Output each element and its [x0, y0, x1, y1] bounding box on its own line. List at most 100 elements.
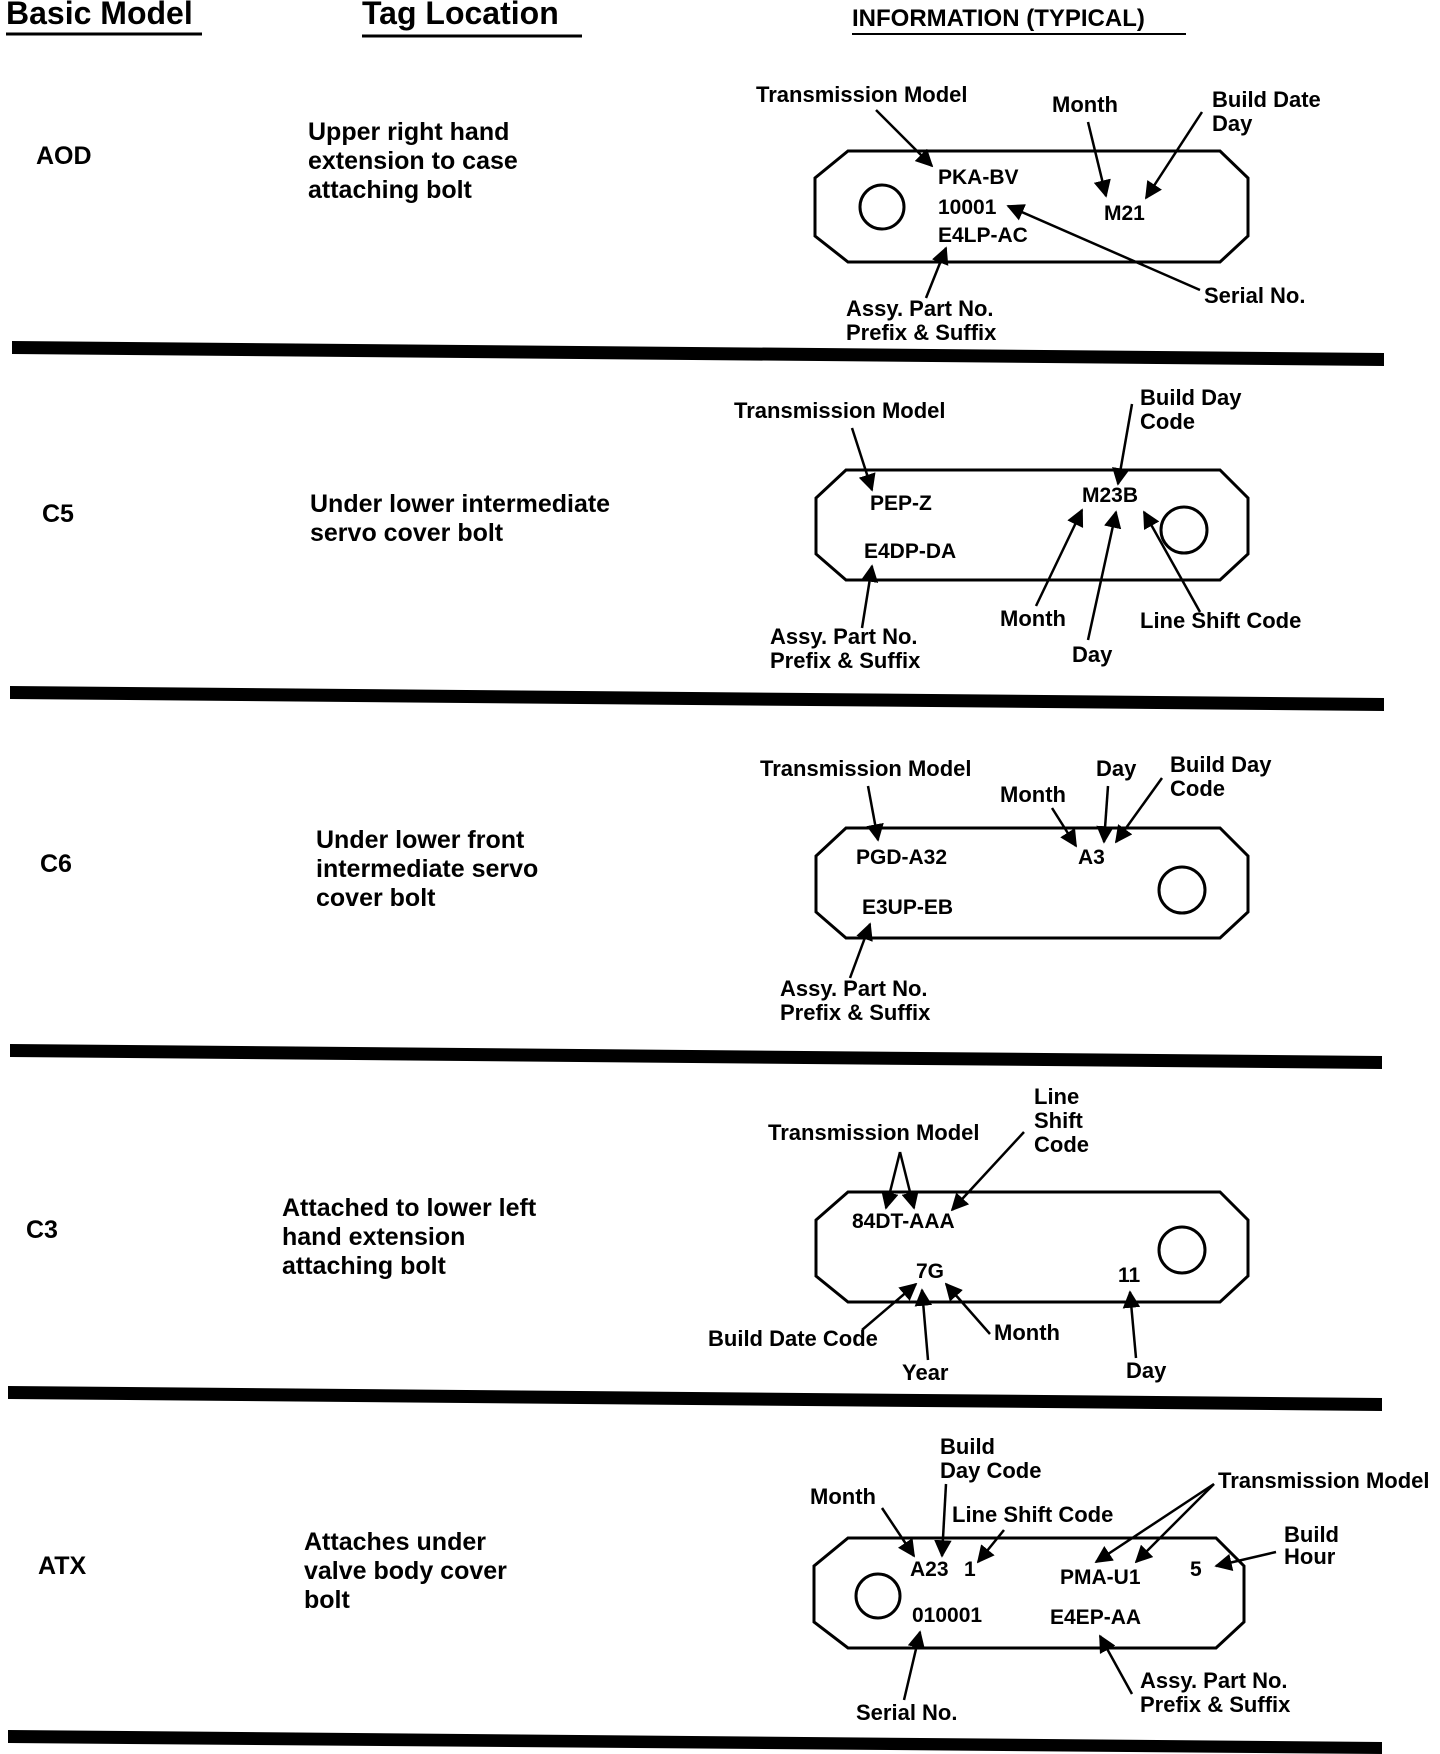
callout-label: Prefix & Suffix [780, 1000, 931, 1025]
callout-label: Transmission Model [768, 1120, 980, 1145]
section-divider [10, 1044, 1382, 1069]
tag-location-line: intermediate servo [316, 855, 538, 883]
callout-arrow [1096, 785, 1114, 844]
callout-arrow [861, 1282, 918, 1331]
callout-arrow [976, 1529, 1005, 1564]
tag-location-line: attaching bolt [308, 176, 473, 204]
model-name: C3 [26, 1216, 58, 1244]
id-tag-outline [814, 468, 1250, 582]
tag-code: E4EP-AA [1050, 1606, 1141, 1629]
tag-location-line: Attached to lower left [282, 1194, 537, 1222]
callout-arrow [848, 922, 873, 979]
callout-label: Transmission Model [734, 398, 946, 423]
tag-mounting-hole [858, 183, 906, 231]
tag-code: 5 [1190, 1558, 1202, 1581]
tag-code: M23B [1082, 484, 1138, 507]
callout-label: Serial No. [856, 1700, 957, 1725]
tag-location-line: extension to case [308, 147, 518, 175]
callout-label: Hour [1284, 1544, 1336, 1569]
callout-label: Transmission Model [756, 82, 968, 107]
callout-arrow [1122, 1290, 1141, 1359]
tag-code: 84DT-AAA [852, 1210, 955, 1233]
tag-location-line: Under lower intermediate [310, 490, 610, 518]
callout-arrow [1144, 111, 1204, 200]
callout-arrow [866, 785, 884, 842]
callout-arrow [1214, 1550, 1277, 1571]
callout-arrow [914, 1288, 933, 1361]
tag-code: PEP-Z [870, 492, 932, 515]
callout-arrow [1086, 121, 1111, 198]
callout-arrow [934, 1483, 952, 1558]
tag-code: E4DP-DA [864, 540, 956, 563]
tag-location-line: valve body cover [304, 1557, 507, 1585]
tag-code: PKA-BV [938, 166, 1019, 189]
callout-arrow [1050, 807, 1078, 848]
callout-arrow [1134, 1483, 1215, 1564]
callout-arrow [1094, 1482, 1215, 1564]
tag-location-line: servo cover bolt [310, 519, 504, 547]
callout-arrow [902, 1630, 925, 1701]
callout-label: Prefix & Suffix [770, 648, 921, 673]
callout-label: Prefix & Suffix [846, 320, 997, 345]
callout-label: Code [1140, 409, 1195, 434]
tag-mounting-hole [854, 1572, 902, 1620]
tag-location-line: hand extension [282, 1223, 465, 1251]
callout-label: Month [810, 1484, 876, 1509]
callout-label: Code [1170, 776, 1225, 801]
tag-code: 10001 [938, 196, 997, 219]
header-information: INFORMATION (TYPICAL) [852, 5, 1145, 32]
tag-code: A23 [910, 1558, 949, 1581]
callout-label: Build [940, 1434, 995, 1459]
callout-label: Build Date Code [708, 1326, 878, 1351]
callout-label: Assy. Part No. [770, 624, 918, 649]
tag-mounting-hole [1157, 1225, 1207, 1275]
callout-label: Month [1000, 782, 1066, 807]
callout-arrow [1114, 777, 1164, 844]
tag-code: 010001 [912, 1604, 982, 1627]
id-tag-outline [814, 826, 1250, 940]
model-name: C6 [40, 850, 72, 878]
callout-label: Transmission Model [1218, 1468, 1430, 1493]
callout-arrow [898, 1151, 919, 1210]
tag-code: 7G [916, 1260, 944, 1283]
callout-label: Day [1096, 756, 1137, 781]
callout-label: Build Day [1140, 385, 1242, 410]
model-name: C5 [42, 500, 74, 528]
row-c5: C5 Under lower intermediate servo cover … [42, 385, 1301, 673]
section-divider [8, 1386, 1382, 1411]
callout-label: Assy. Part No. [846, 296, 994, 321]
row-atx: ATX Attaches under valve body cover bolt… [38, 1434, 1430, 1725]
callout-label: Line [1034, 1084, 1079, 1109]
tag-code: E3UP-EB [862, 896, 953, 919]
header-tag-location: Tag Location [362, 0, 559, 31]
callout-arrow [1086, 510, 1122, 641]
section-divider [8, 1730, 1382, 1754]
callout-label: Transmission Model [760, 756, 972, 781]
tag-code: E4LP-AC [938, 224, 1028, 247]
callout-label: Year [902, 1360, 949, 1385]
callout-label: Line Shift Code [952, 1502, 1113, 1527]
callout-label: Assy. Part No. [1140, 1668, 1288, 1693]
callout-label: Day Code [940, 1458, 1041, 1483]
callout-arrow [944, 1282, 991, 1335]
callout-arrow [1034, 508, 1084, 607]
callout-label: Month [1052, 92, 1118, 117]
callout-label: Build Date [1212, 87, 1321, 112]
tag-code: 1 [964, 1558, 976, 1581]
callout-arrow [850, 427, 876, 492]
callout-arrow [1112, 403, 1134, 486]
callout-arrow [924, 246, 949, 299]
callout-label: Serial No. [1204, 283, 1305, 308]
callout-arrow [875, 109, 934, 168]
section-divider [10, 686, 1384, 711]
callout-arrow [950, 1131, 1025, 1212]
tag-code: PGD-A32 [856, 846, 947, 869]
row-c3: C3 Attached to lower left hand extension… [26, 1084, 1250, 1385]
id-tag-outline [813, 149, 1250, 264]
header-basic-model: Basic Model [6, 0, 193, 31]
tag-location-line: Under lower front [316, 826, 525, 854]
tag-code: A3 [1078, 846, 1105, 869]
tag-location-line: attaching bolt [282, 1252, 447, 1280]
callout-arrow [1098, 1634, 1134, 1695]
tag-mounting-hole [1157, 865, 1207, 915]
